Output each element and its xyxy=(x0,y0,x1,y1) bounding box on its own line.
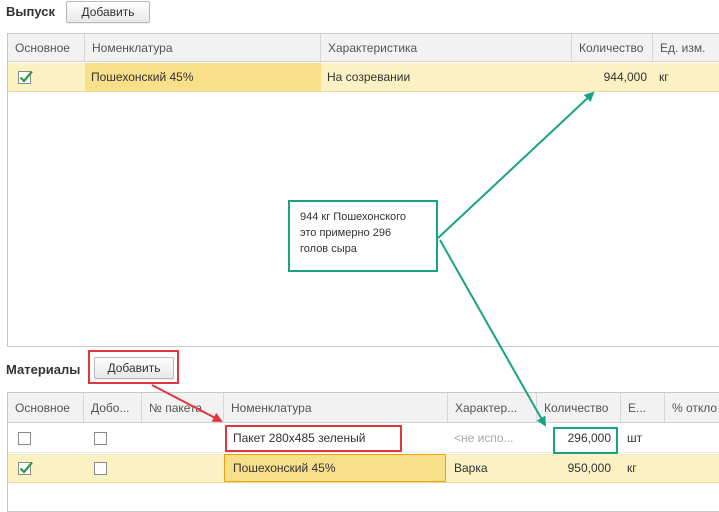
main-checkbox-cell[interactable] xyxy=(8,454,84,482)
col-characteristic[interactable]: Характер... xyxy=(448,393,537,422)
unit-cell[interactable]: кг xyxy=(627,461,637,475)
table-row[interactable]: Пакет 280x485 зеленый <не испо... 296,00… xyxy=(8,424,719,453)
col-quantity[interactable]: Количество xyxy=(572,34,653,61)
quantity-highlight-green xyxy=(553,427,618,454)
unit-cell[interactable]: кг xyxy=(659,70,669,84)
col-unit[interactable]: Е... xyxy=(621,393,665,422)
characteristic-cell[interactable]: <не испо... xyxy=(454,431,514,445)
table-row[interactable]: Пошехонский 45% На созревании 944,000 кг xyxy=(8,63,719,92)
nomenclature-cell[interactable]: Пошехонский 45% xyxy=(224,454,446,482)
added-checkbox[interactable] xyxy=(94,431,107,445)
checkmark-icon xyxy=(19,461,33,474)
output-table: Основное Номенклатура Характеристика Кол… xyxy=(7,33,719,347)
output-section-label: Выпуск xyxy=(6,4,55,19)
added-checkbox[interactable] xyxy=(94,461,107,475)
col-main[interactable]: Основное xyxy=(8,393,84,422)
col-characteristic[interactable]: Характеристика xyxy=(321,34,572,61)
output-table-header: Основное Номенклатура Характеристика Кол… xyxy=(8,34,719,62)
arrow-to-output-quantity xyxy=(437,91,595,239)
annotation-callout: 944 кг Пошехонского это примерно 296 гол… xyxy=(288,200,438,272)
annotation-line-1: 944 кг Пошехонского xyxy=(300,211,407,223)
materials-add-button[interactable]: Добавить xyxy=(94,357,174,379)
unit-cell[interactable]: шт xyxy=(627,431,643,445)
materials-section-label: Материалы xyxy=(6,362,81,377)
added-checkbox-cell[interactable] xyxy=(84,424,142,452)
annotation-line-2: это примерно 296 xyxy=(300,227,392,239)
arrow-to-material-quantity xyxy=(439,239,546,427)
characteristic-cell[interactable]: На созревании xyxy=(327,70,411,84)
col-quantity[interactable]: Количество xyxy=(537,393,621,422)
col-unit[interactable]: Ед. изм. xyxy=(660,40,706,55)
materials-table-header: Основное Добо... № пакета Номенклатура Х… xyxy=(8,393,719,423)
arrow-to-material-item xyxy=(151,384,223,422)
table-row[interactable]: Пошехонский 45% Варка 950,000 кг xyxy=(8,454,719,483)
quantity-cell[interactable]: 950,000 xyxy=(567,461,611,475)
main-checkbox[interactable] xyxy=(18,461,33,475)
characteristic-cell[interactable]: Варка xyxy=(454,461,488,475)
col-added[interactable]: Добо... xyxy=(84,393,142,422)
add-button-highlight xyxy=(88,350,179,384)
col-nomenclature[interactable]: Номенклатура xyxy=(224,393,448,422)
nomenclature-cell[interactable]: Пакет 280x485 зеленый xyxy=(233,431,366,445)
main-checkbox-cell[interactable] xyxy=(8,63,85,91)
quantity-cell[interactable]: 944,000 xyxy=(603,70,647,84)
col-main[interactable]: Основное xyxy=(8,34,85,61)
checkmark-icon xyxy=(19,70,33,83)
main-checkbox[interactable] xyxy=(18,70,33,84)
nomenclature-cell[interactable]: Пошехонский 45% xyxy=(85,63,321,91)
main-checkbox[interactable] xyxy=(18,431,31,445)
col-nomenclature[interactable]: Номенклатура xyxy=(85,34,321,61)
col-deviation[interactable]: % откло xyxy=(672,400,718,415)
quantity-cell[interactable]: 296,000 xyxy=(567,431,611,445)
main-checkbox-cell[interactable] xyxy=(8,424,84,452)
item-highlight-red xyxy=(225,425,402,452)
output-add-button[interactable]: Добавить xyxy=(66,1,150,23)
added-checkbox-cell[interactable] xyxy=(84,454,142,482)
annotation-line-3: голов сыра xyxy=(300,243,357,255)
